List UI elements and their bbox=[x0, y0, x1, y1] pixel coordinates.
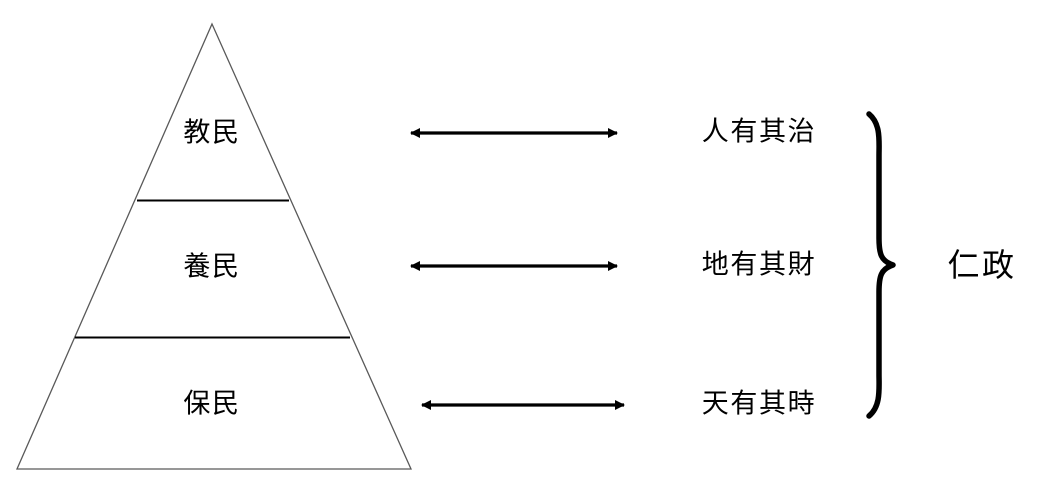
pyramid-outline bbox=[16, 22, 413, 470]
outcome-label-middle: 地有其財 bbox=[701, 249, 817, 281]
outcome-label-top: 人有其治 bbox=[701, 116, 817, 148]
summary-label: 仁政 bbox=[947, 246, 1017, 284]
right-curly-brace bbox=[866, 111, 896, 419]
pyramid-tier-label-middle: 養民 bbox=[183, 251, 241, 283]
pyramid-tier-label-top: 教民 bbox=[183, 117, 241, 149]
outcome-label-bottom: 天有其時 bbox=[701, 388, 817, 420]
pyramid-tier-label-bottom: 保民 bbox=[183, 388, 241, 420]
